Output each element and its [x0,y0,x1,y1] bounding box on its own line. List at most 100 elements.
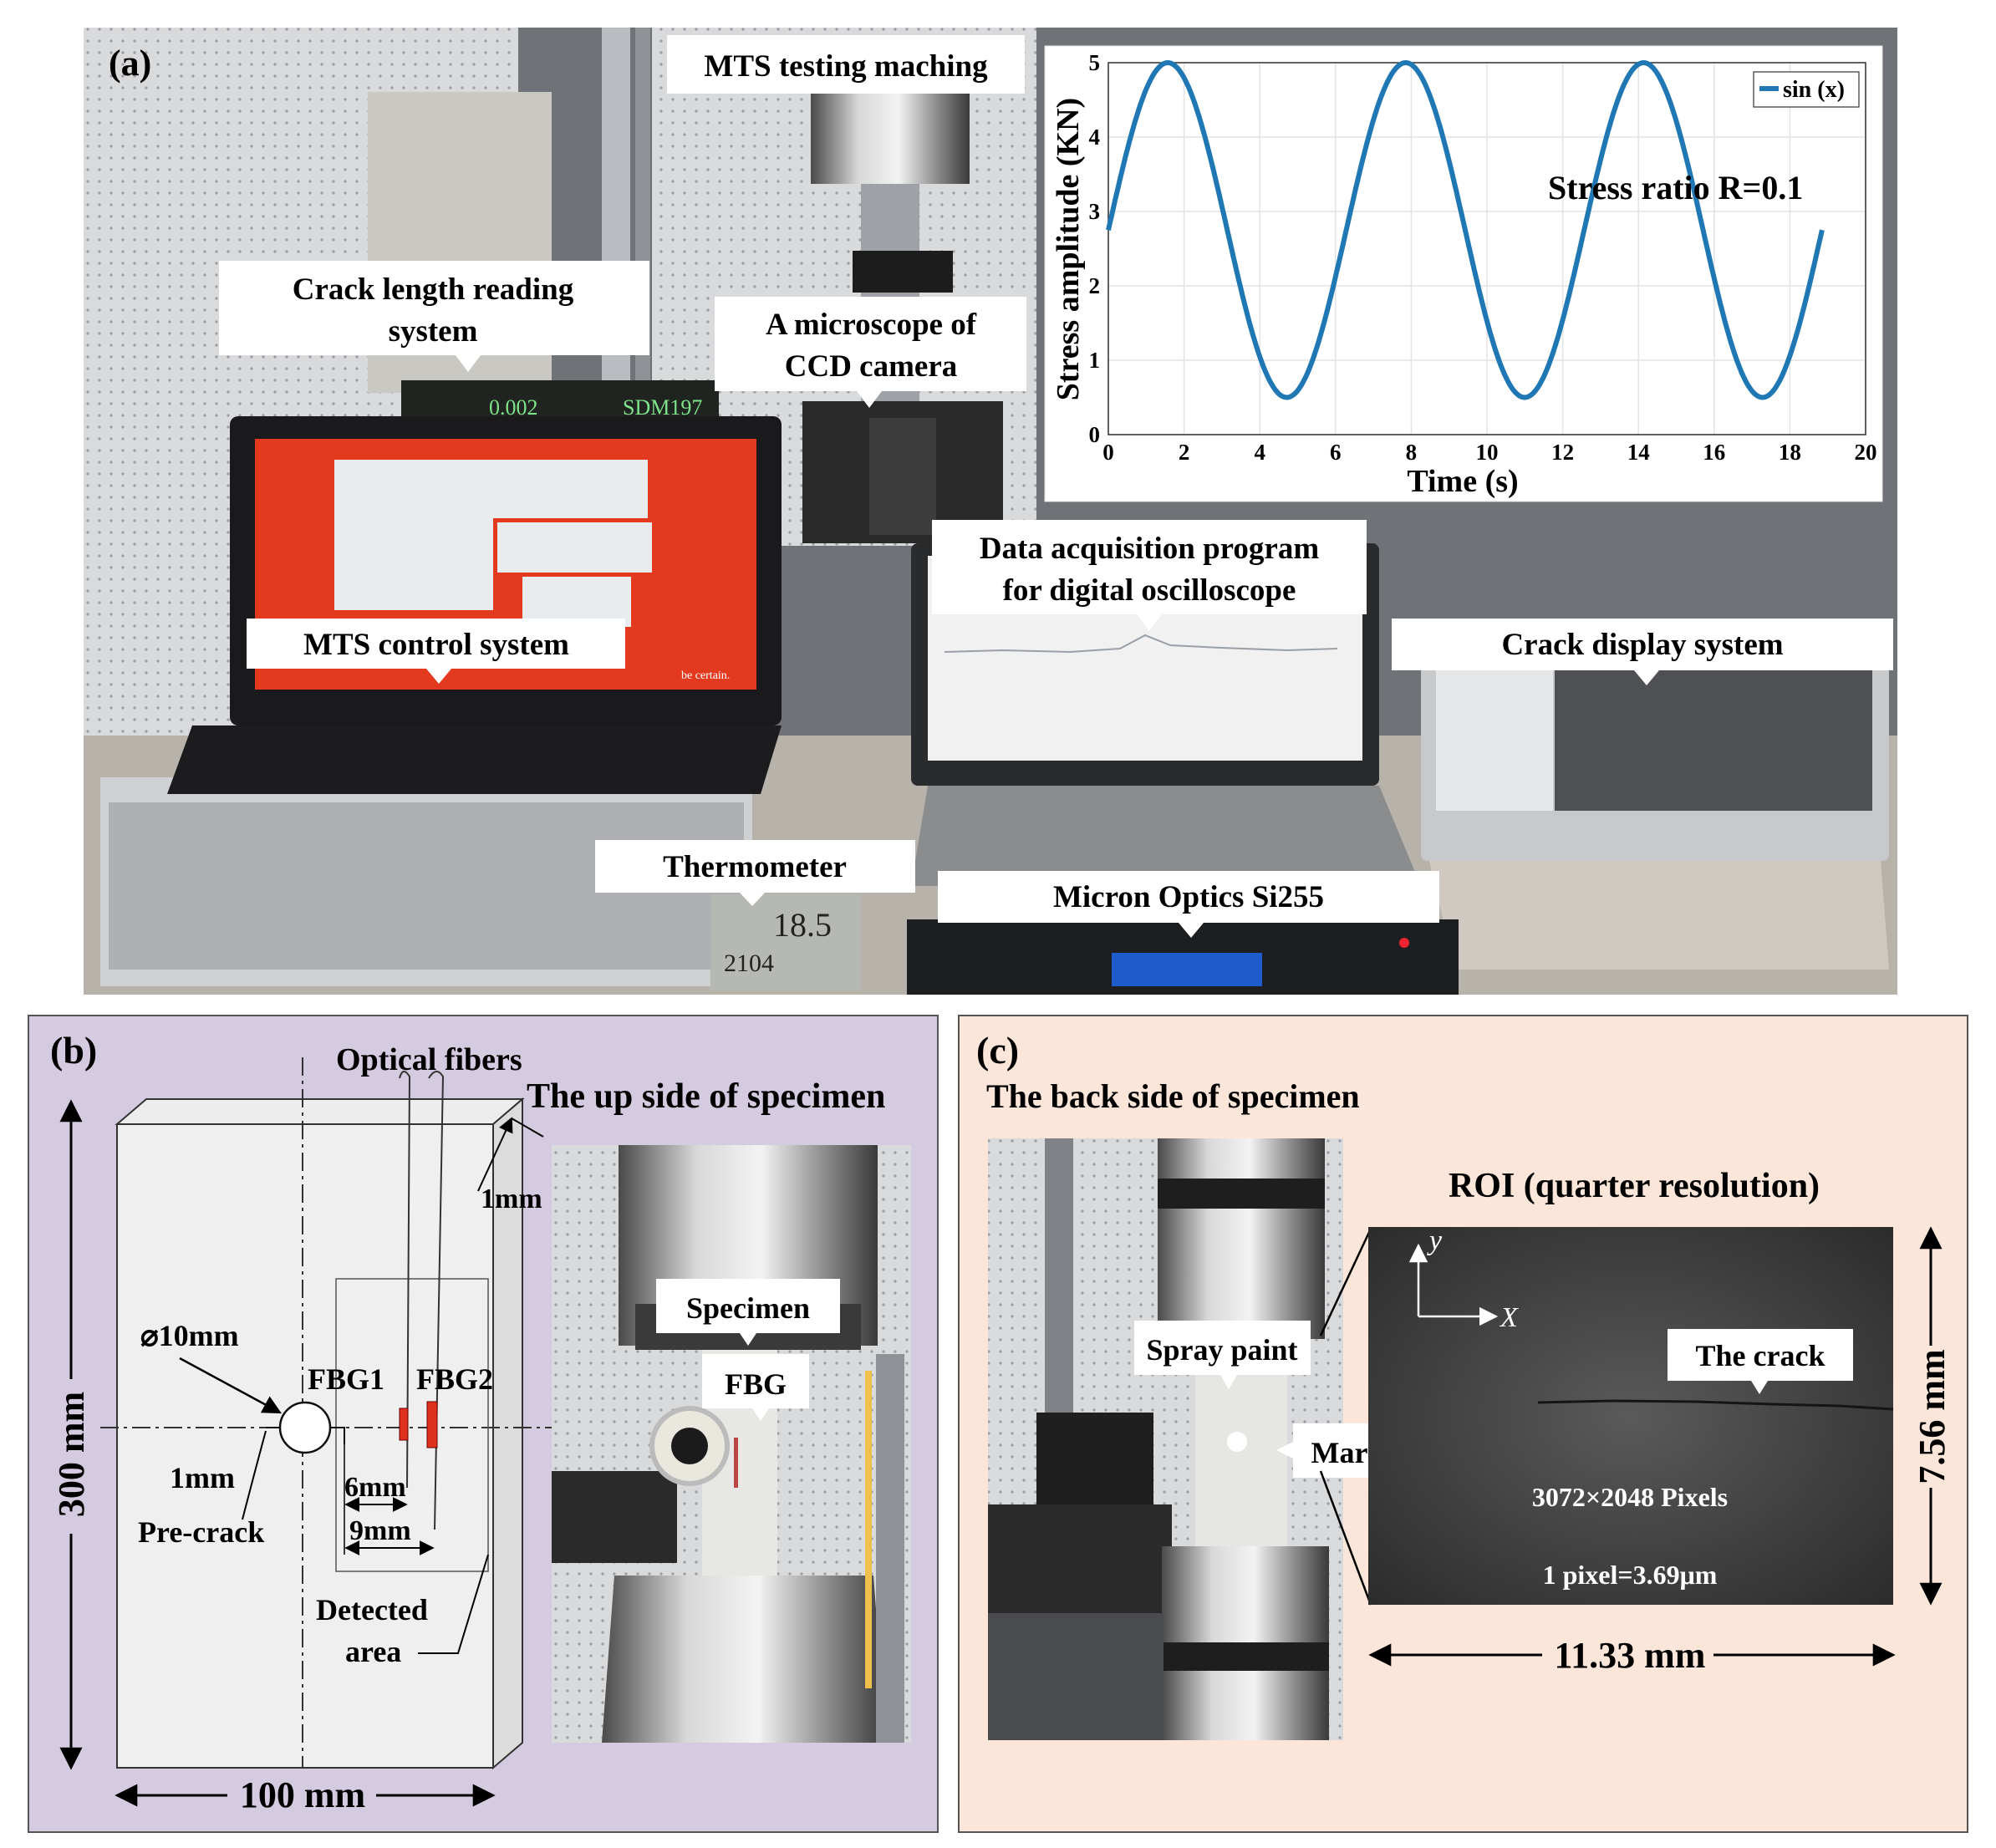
detected-area-line1: Detected [316,1593,428,1627]
chart-x-tick-label: 10 [1476,440,1499,465]
chart-x-tick-label: 14 [1627,440,1650,465]
thickness-pointer [477,1117,513,1192]
back-side-label: The back side of specimen [986,1077,1360,1115]
hole-diameter-label: ⌀10mm [140,1319,239,1352]
daq-signal-trace [944,634,1338,654]
crack-laptop-screen [1555,669,1872,811]
width-label-bg [227,1776,376,1815]
crack-reading-value-1: 0.002 [489,395,538,420]
fbg1-label: FBG1 [308,1362,384,1396]
chart-x-tick-label: 12 [1551,440,1574,465]
callout-thermometer-text: Thermometer [663,850,847,884]
detected-area-outline [335,1278,489,1572]
chart-y-tick-label: 0 [1089,422,1101,447]
roi-width-label: 11.33 mm [1555,1635,1706,1676]
photo-specimen-label: Specimen [686,1291,810,1325]
chart-series-line [1106,59,1825,400]
callout-crack-reading-box [219,261,649,372]
chart-x-tick-label: 16 [1703,440,1725,465]
mts-laptop-keyboard [167,725,782,794]
grip-band [1158,1179,1325,1209]
crack-label: The crack [1696,1339,1825,1372]
dist-6mm-label: 6mm [344,1472,406,1503]
crack-laptop-panel [1436,669,1553,811]
zoom-line [1319,1470,1372,1606]
dist-9mm-label: 9mm [349,1515,411,1546]
callout-ccd-line2: CCD camera [785,349,958,384]
callout-daq-line1: Data acquisition program [980,532,1320,566]
thermometer-temp: 18.5 [773,906,832,944]
thermometer-device [710,894,861,990]
chart-x-tick-label: 2 [1179,440,1190,465]
mark-point-dot [1227,1432,1247,1452]
panel-c-label: (c) [976,1029,1019,1072]
upper-grip [1158,1138,1325,1339]
roi-image [1368,1227,1893,1605]
chart-y-tick-label: 1 [1089,348,1101,373]
chart-x-tick-label: 18 [1779,440,1801,465]
fbg-on-specimen [734,1438,738,1488]
chart-background [1044,45,1883,502]
micron-led [1399,938,1409,948]
roi-height-label: 7.56 mm [1912,1349,1953,1484]
panel-b-label: (b) [50,1029,97,1072]
callout-mts-machine [667,35,1025,94]
mts-grip [853,251,953,293]
panel-c: (c) The back side of specimen Spray pain… [958,1015,1968,1833]
panel-b: (b) Optical fibers The up side of specim… [28,1015,939,1833]
crack-callout-box [1668,1329,1853,1394]
chart-y-tick-label: 2 [1089,273,1101,298]
back-side-photo: Spray paint [988,1138,1343,1740]
roi-pixel-size: 1 pixel=3.69μm [1543,1560,1718,1590]
chart-x-tick-label: 20 [1855,440,1877,465]
notch-label: 1mm [170,1461,235,1494]
fbg2-grating [426,1401,438,1448]
roi-height-label-bg [1912,1346,1951,1488]
roi-width-label-bg [1542,1635,1713,1675]
photo-fbg-label: FBG [725,1367,787,1401]
mts-window [334,460,493,610]
callout-daq-box [932,520,1367,631]
callout-mts-control-box [247,619,625,684]
chart-y-tick-label: 4 [1089,125,1101,150]
detected-area-line2: area [345,1635,401,1668]
callout-micron-text: Micron Optics Si255 [1053,880,1324,914]
height-label: 300 mm [51,1392,92,1517]
photo-bottom [988,1613,1163,1740]
optical-fibers-label: Optical fibers [336,1042,522,1077]
callout-mts-machine-text: MTS testing maching [704,49,988,84]
fbg1-grating [399,1408,409,1441]
lower-grip-band [1162,1642,1329,1671]
precrack-label: Pre-crack [138,1515,264,1549]
height-label-bg [52,1379,90,1534]
callout-ccd-line1: A microscope of [766,308,977,342]
roi-title: ROI (quarter resolution) [1449,1167,1820,1205]
thermometer-hum: 2104 [724,949,774,977]
chart-y-axis-label: Stress amplitude (KN) [1051,98,1086,400]
micron-optics-lcd [1112,953,1262,986]
chart-x-tick-label: 4 [1254,440,1265,465]
thickness-label: 1mm [481,1184,542,1214]
ring-light-lens [671,1428,708,1464]
chart-annotation: Stress ratio R=0.1 [1548,169,1803,206]
chart-x-tick-label: 6 [1330,440,1342,465]
chart-y-tick-label: 3 [1089,199,1101,224]
fbg2-label: FBG2 [416,1362,493,1396]
roi-pixel-count: 3072×2048 Pixels [1532,1482,1728,1512]
legend-label: sin (x) [1783,77,1845,103]
callout-crack-reading-line2: system [389,314,478,349]
daq-laptop-keyboard [911,786,1421,886]
hole-pointer [179,1357,282,1414]
photo-callout-specimen-box [656,1279,840,1346]
up-side-label: The up side of specimen [527,1077,885,1116]
width-label: 100 mm [240,1774,365,1815]
ccd-lens [869,418,936,535]
zoom-line [1319,1228,1372,1336]
callout-mts-control-text: MTS control system [303,628,569,662]
crack-reading-value-2: SDM197 [623,395,702,420]
detected-area-pointer [418,1554,489,1654]
chart-x-tick-label: 8 [1406,440,1418,465]
fiber-cable [865,1371,872,1688]
specimen-photo: Specimen FBG [552,1145,911,1743]
